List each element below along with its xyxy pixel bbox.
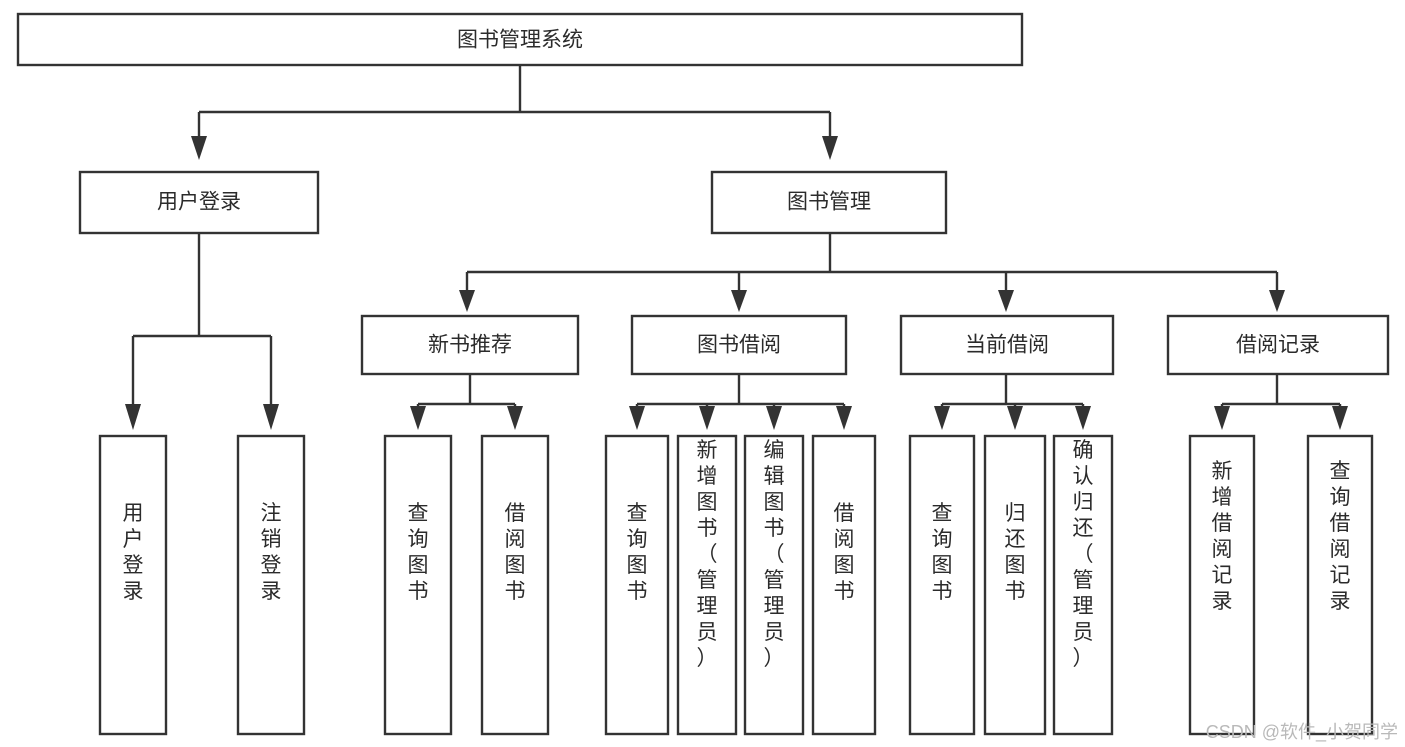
node-book-borrow-box[interactable] — [630, 314, 848, 376]
arrowhead-root-to-user-login — [191, 136, 207, 160]
leaf-node-rec-borrow[interactable]: 借阅图书 — [480, 434, 550, 736]
node-book-manage[interactable]: 图书管理 — [710, 170, 948, 235]
arrowhead-leaf-logout — [263, 404, 279, 430]
arrowhead-cur-return — [1007, 406, 1023, 430]
arrowhead-cur-query — [934, 406, 950, 430]
node-root-system-label: 图书管理系统 — [457, 29, 583, 52]
leaf-node-logout-label: 注销登录 — [261, 502, 282, 603]
arrowhead-borrow-add — [699, 406, 715, 430]
node-user-login-label: 用户登录 — [157, 191, 241, 214]
leaf-node-user-login[interactable]: 用户登录 — [98, 434, 168, 736]
leaf-node-borrow-add-label: 新增图书（管理员） — [697, 439, 718, 670]
leaf-node-rec-query[interactable]: 查询图书 — [383, 434, 453, 736]
leaf-node-borrow-add-box[interactable] — [676, 434, 738, 736]
node-root-system-box[interactable] — [16, 12, 1024, 67]
arrowhead-borrow-edit — [766, 406, 782, 430]
leaf-node-borrow-query-box[interactable] — [604, 434, 670, 736]
node-book-borrow[interactable]: 图书借阅 — [630, 314, 848, 376]
node-new-book-rec-label: 新书推荐 — [428, 334, 512, 357]
leaf-node-rec-query2-box[interactable] — [1306, 434, 1374, 736]
leaf-node-borrow-do-label: 借阅图书 — [834, 502, 855, 603]
arrowhead-leaf-user-login — [125, 404, 141, 430]
leaf-node-rec-borrow-label: 借阅图书 — [505, 502, 526, 603]
node-borrow-record-box[interactable] — [1166, 314, 1390, 376]
node-user-login-box[interactable] — [78, 170, 320, 235]
connector-layer — [125, 65, 1348, 430]
leaf-node-borrow-edit-box[interactable] — [743, 434, 805, 736]
arrowhead-borrow-do — [836, 406, 852, 430]
csdn-watermark: CSDN @软件_小贺同学 — [1206, 722, 1398, 743]
arrowhead-rec-add — [1214, 406, 1230, 430]
node-borrow-record-label: 借阅记录 — [1236, 334, 1320, 357]
leaf-node-logout-box[interactable] — [236, 434, 306, 736]
node-book-manage-label: 图书管理 — [787, 191, 871, 214]
leaf-node-borrow-query[interactable]: 查询图书 — [604, 434, 670, 736]
node-root-system[interactable]: 图书管理系统 — [16, 12, 1024, 67]
leaf-node-cur-return-label: 归还图书 — [1005, 502, 1026, 603]
leaf-node-user-login-box[interactable] — [98, 434, 168, 736]
leaf-node-user-login-label: 用户登录 — [123, 502, 144, 603]
arrowhead-root-to-book-manage — [822, 136, 838, 160]
leaf-node-borrow-query-label: 查询图书 — [627, 502, 648, 603]
node-current-borrow[interactable]: 当前借阅 — [899, 314, 1115, 376]
leaf-node-cur-confirm-label: 确认归还（管理员） — [1073, 439, 1094, 670]
arrowhead-book-borrow — [731, 290, 747, 312]
leaf-node-cur-query-label: 查询图书 — [932, 502, 953, 603]
leaf-node-borrow-do[interactable]: 借阅图书 — [811, 434, 877, 736]
arrowhead-borrow-query — [629, 406, 645, 430]
node-book-manage-box[interactable] — [710, 170, 948, 235]
leaf-node-rec-query-box[interactable] — [383, 434, 453, 736]
node-user-login[interactable]: 用户登录 — [78, 170, 320, 235]
leaf-node-cur-return-box[interactable] — [983, 434, 1047, 736]
node-book-borrow-label: 图书借阅 — [697, 334, 781, 357]
leaf-node-rec-add-label: 新增借阅记录 — [1212, 460, 1233, 613]
arrowhead-new-book-rec — [459, 290, 475, 312]
arrowhead-rec-query — [410, 406, 426, 430]
node-borrow-record[interactable]: 借阅记录 — [1166, 314, 1390, 376]
arrowhead-rec-query2 — [1332, 406, 1348, 430]
leaf-node-borrow-edit-label: 编辑图书（管理员） — [764, 439, 785, 670]
arrowhead-cur-confirm — [1075, 406, 1091, 430]
arrowhead-current-borrow — [998, 290, 1014, 312]
arrowhead-borrow-record — [1269, 290, 1285, 312]
leaf-node-rec-query2-label: 查询借阅记录 — [1330, 460, 1351, 613]
leaf-node-rec-borrow-box[interactable] — [480, 434, 550, 736]
leaf-node-rec-add-box[interactable] — [1188, 434, 1256, 736]
leaf-node-logout[interactable]: 注销登录 — [236, 434, 306, 736]
leaf-node-borrow-edit[interactable]: 编辑图书（管理员） — [743, 434, 805, 736]
node-new-book-rec-box[interactable] — [360, 314, 580, 376]
node-new-book-rec[interactable]: 新书推荐 — [360, 314, 580, 376]
leaf-node-cur-confirm-box[interactable] — [1052, 434, 1114, 736]
leaf-node-cur-query[interactable]: 查询图书 — [908, 434, 976, 736]
leaf-node-rec-query2[interactable]: 查询借阅记录 — [1306, 434, 1374, 736]
leaf-node-cur-return[interactable]: 归还图书 — [983, 434, 1047, 736]
leaf-node-borrow-do-box[interactable] — [811, 434, 877, 736]
leaf-node-cur-confirm[interactable]: 确认归还（管理员） — [1052, 434, 1114, 736]
leaf-node-rec-add[interactable]: 新增借阅记录 — [1188, 434, 1256, 736]
node-current-borrow-label: 当前借阅 — [965, 334, 1049, 357]
leaf-node-rec-query-label: 查询图书 — [408, 502, 429, 603]
leaf-node-cur-query-box[interactable] — [908, 434, 976, 736]
node-current-borrow-box[interactable] — [899, 314, 1115, 376]
arrowhead-rec-borrow — [507, 406, 523, 430]
leaf-node-borrow-add[interactable]: 新增图书（管理员） — [676, 434, 738, 736]
